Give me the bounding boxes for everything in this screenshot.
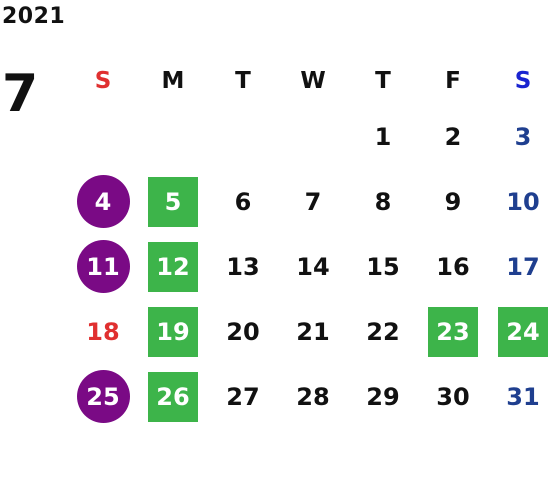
week-row: 11 12 13 14 15 16 17 — [68, 234, 548, 299]
day-cell-tuesday: 27 — [208, 364, 278, 429]
day-cell-saturday: 3 — [488, 104, 548, 169]
day-cell-monday: 26 — [138, 364, 208, 429]
day-cell-thursday: 8 — [348, 169, 418, 234]
weekday-header-row: S M T W T F S — [68, 58, 548, 104]
year-label: 2021 — [2, 4, 66, 29]
day-cell-friday: 30 — [418, 364, 488, 429]
day-cell-sunday: 25 — [68, 364, 138, 429]
weekday-saturday: S — [514, 68, 532, 94]
highlighted-date-square: 24 — [498, 306, 548, 357]
date-number: 2 — [444, 122, 462, 151]
day-cell-tuesday — [208, 104, 278, 169]
date-number: 6 — [234, 187, 252, 216]
date-number: 8 — [374, 187, 392, 216]
weekday-sunday: S — [94, 68, 112, 94]
day-cell-thursday: 29 — [348, 364, 418, 429]
date-number: 17 — [506, 252, 540, 281]
date-number: 7 — [304, 187, 322, 216]
highlighted-date-circle: 25 — [76, 370, 130, 423]
date-number: 31 — [506, 382, 540, 411]
highlighted-date-square: 23 — [428, 306, 478, 357]
date-number: 20 — [226, 317, 260, 346]
date-number: 30 — [436, 382, 470, 411]
day-cell-saturday: 10 — [488, 169, 548, 234]
day-cell-sunday — [68, 104, 138, 169]
date-number: 13 — [226, 252, 260, 281]
week-row: 18 19 20 21 22 23 24 — [68, 299, 548, 364]
date-number: 28 — [296, 382, 330, 411]
weekday-wednesday: W — [300, 68, 326, 94]
date-number: 3 — [514, 122, 532, 151]
month-number: 7 — [2, 64, 39, 124]
date-number: 18 — [86, 317, 120, 346]
day-cell-thursday: 15 — [348, 234, 418, 299]
day-cell-friday: 23 — [418, 299, 488, 364]
day-cell-friday: 9 — [418, 169, 488, 234]
day-cell-sunday: 18 — [68, 299, 138, 364]
day-cell-tuesday: 13 — [208, 234, 278, 299]
date-number: 16 — [436, 252, 470, 281]
day-cell-sunday: 4 — [68, 169, 138, 234]
day-cell-wednesday: 14 — [278, 234, 348, 299]
day-cell-thursday: 1 — [348, 104, 418, 169]
day-cell-wednesday: 28 — [278, 364, 348, 429]
day-cell-saturday: 24 — [488, 299, 548, 364]
day-cell-tuesday: 6 — [208, 169, 278, 234]
weekday-tuesday: T — [235, 68, 251, 94]
date-number: 1 — [374, 122, 392, 151]
week-row: 1 2 3 — [68, 104, 548, 169]
day-cell-monday: 5 — [138, 169, 208, 234]
day-cell-tuesday: 20 — [208, 299, 278, 364]
highlighted-date-square: 5 — [148, 176, 198, 227]
weekday-monday: M — [161, 68, 185, 94]
highlighted-date-circle: 11 — [76, 240, 130, 293]
day-cell-sunday: 11 — [68, 234, 138, 299]
date-number: 27 — [226, 382, 260, 411]
day-cell-saturday: 17 — [488, 234, 548, 299]
day-cell-monday: 19 — [138, 299, 208, 364]
highlighted-date-square: 19 — [148, 306, 198, 357]
highlighted-date-square: 26 — [148, 371, 198, 422]
weekday-thursday: T — [375, 68, 391, 94]
date-number: 15 — [366, 252, 400, 281]
weekday-friday: F — [445, 68, 461, 94]
week-row: 25 26 27 28 29 30 31 — [68, 364, 548, 429]
day-cell-friday: 2 — [418, 104, 488, 169]
day-cell-monday: 12 — [138, 234, 208, 299]
day-cell-friday: 16 — [418, 234, 488, 299]
date-number: 14 — [296, 252, 330, 281]
day-cell-saturday: 31 — [488, 364, 548, 429]
date-number: 22 — [366, 317, 400, 346]
day-cell-wednesday: 21 — [278, 299, 348, 364]
day-cell-monday — [138, 104, 208, 169]
day-cell-thursday: 22 — [348, 299, 418, 364]
date-number: 29 — [366, 382, 400, 411]
highlighted-date-square: 12 — [148, 241, 198, 292]
day-cell-wednesday: 7 — [278, 169, 348, 234]
date-number: 21 — [296, 317, 330, 346]
highlighted-date-circle: 4 — [76, 175, 130, 228]
date-number: 10 — [506, 187, 540, 216]
day-cell-wednesday — [278, 104, 348, 169]
date-number: 9 — [444, 187, 462, 216]
